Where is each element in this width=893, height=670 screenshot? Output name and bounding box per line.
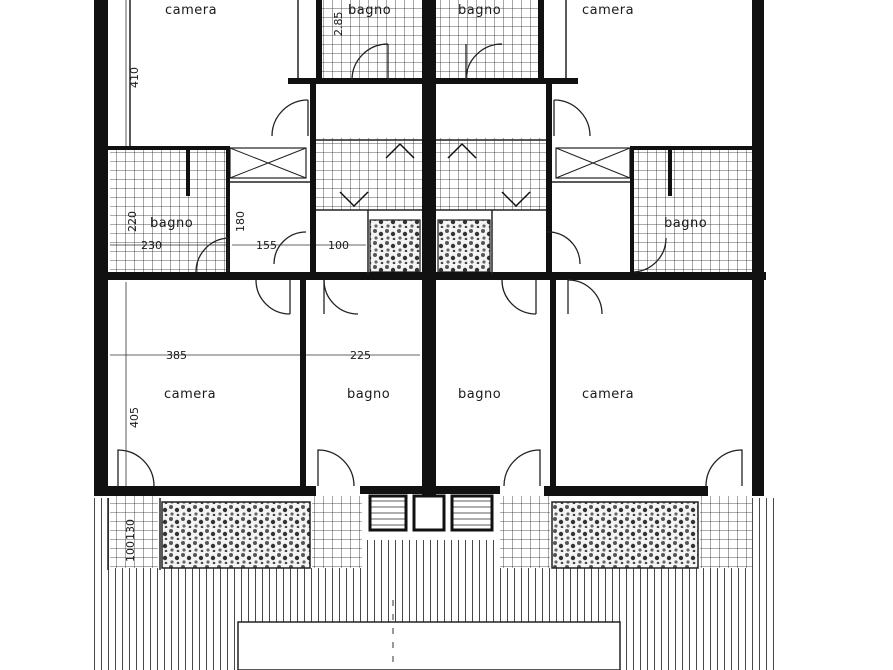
room-label-bagno-mid-right: bagno [664, 216, 707, 231]
dim-155: 155 [256, 239, 277, 252]
room-label-camera-top-left: camera [165, 3, 217, 18]
room-label-camera-bottom-left: camera [164, 387, 216, 402]
tiles-terrace-right [700, 496, 752, 568]
tiles-bagno-mid-right [632, 148, 752, 274]
dim-225: 225 [350, 349, 371, 362]
tiles-stair-right [436, 138, 546, 210]
stair-hatch-left [229, 147, 307, 179]
dim-385: 385 [166, 349, 187, 362]
dim-130: 130 [124, 519, 137, 540]
walls [94, 0, 766, 496]
dim-180: 180 [234, 211, 247, 232]
planter-right [551, 501, 699, 569]
courtyard [237, 621, 621, 670]
tiles-bagno-top-left [320, 0, 422, 80]
room-label-bagno-mid-left: bagno [150, 216, 193, 231]
stair-arrow-down-right [501, 191, 531, 208]
dim-100: 100 [328, 239, 349, 252]
dim-220: 220 [126, 211, 139, 232]
doors [117, 43, 743, 487]
tiles-terrace-left [108, 496, 158, 568]
tiles-bagno-mid-left [110, 148, 228, 274]
dim-405: 405 [128, 407, 141, 428]
thin-partitions [107, 0, 630, 570]
stair-hatch-right [555, 147, 631, 179]
room-label-bagno-top-right: bagno [458, 3, 501, 18]
decking-left [90, 498, 110, 670]
planter-left [161, 501, 311, 569]
room-label-camera-bottom-right: camera [582, 387, 634, 402]
planter-stair-left [369, 219, 421, 273]
stair-arrow-down-left [339, 191, 369, 208]
room-label-bagno-bottom-right: bagno [458, 387, 501, 402]
vent-left [368, 494, 408, 532]
room-label-bagno-bottom-left: bagno [347, 387, 390, 402]
dim-410: 410 [128, 67, 141, 88]
vent-right [450, 494, 494, 532]
room-label-bagno-top-left: bagno [348, 3, 391, 18]
decking-right [752, 498, 774, 670]
dim-230: 230 [141, 239, 162, 252]
dimension-lines [110, 0, 420, 486]
planter-stair-right [437, 219, 491, 273]
stair-arrow-up-right [447, 142, 477, 159]
tiles-terrace-mid-left [312, 496, 362, 568]
room-label-camera-top-right: camera [582, 3, 634, 18]
vent-mid [412, 494, 446, 532]
tiles-terrace-mid-right [500, 496, 550, 568]
tiles-stair-left [316, 138, 422, 210]
dim-100-bottom: 100 [124, 541, 137, 562]
dim-285: 2.85 [332, 12, 345, 37]
tiles-bagno-top-right [436, 0, 540, 80]
stair-arrow-up-left [385, 142, 415, 159]
decking-center [362, 540, 500, 570]
